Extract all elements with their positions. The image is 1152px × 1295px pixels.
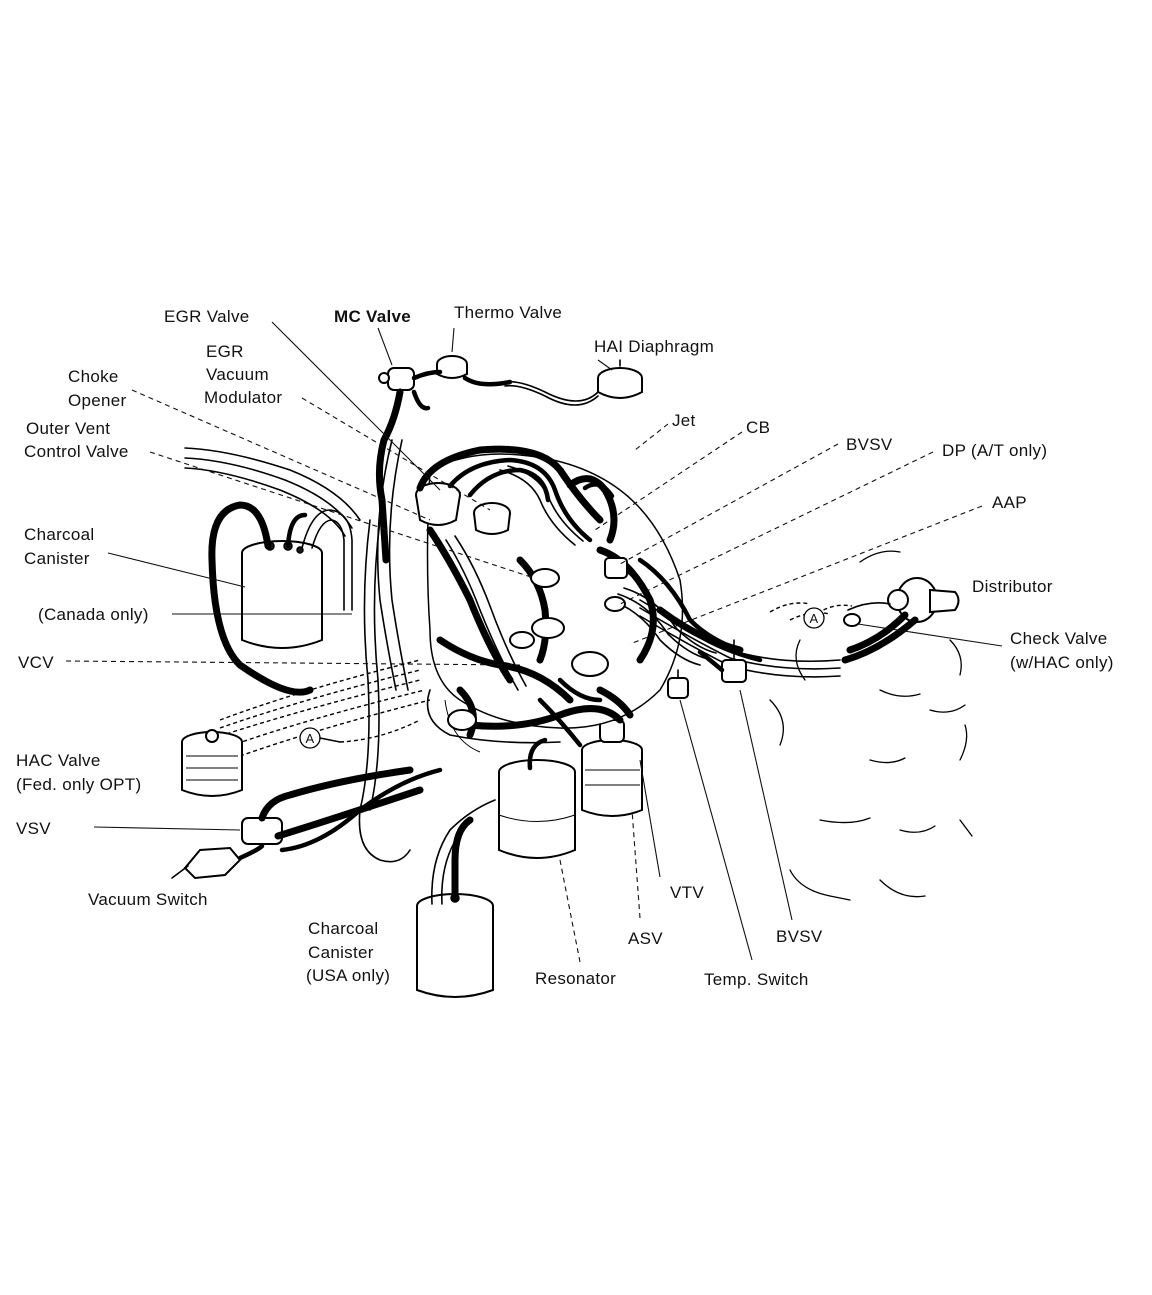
label-bvsv-bottom: BVSV (776, 927, 823, 946)
label-egr-valve: EGR Valve (164, 307, 250, 326)
label-hac-valve-line2: (Fed. only OPT) (16, 775, 141, 794)
label-vcv: VCV (18, 653, 54, 672)
marker-a-left-text: A (306, 731, 315, 746)
temp-switch-part (667, 639, 747, 699)
mc-valve-part (375, 367, 443, 564)
label-choke-opener-line1: Choke (68, 367, 119, 386)
label-hai-diaphragm: HAI Diaphragm (594, 337, 714, 356)
label-check-valve-line1: Check Valve (1010, 629, 1107, 648)
asv-part (581, 719, 643, 817)
label-bvsv-top: BVSV (846, 435, 893, 454)
label-charcoal-usa-line1: Charcoal (308, 919, 378, 938)
label-dp: DP (A/T only) (942, 441, 1047, 460)
label-charcoal-usa-line3: (USA only) (306, 966, 390, 985)
hai-diaphragm-part (504, 359, 643, 406)
label-aap: AAP (992, 493, 1027, 512)
distributor-part (769, 577, 960, 664)
label-thermo-valve: Thermo Valve (454, 303, 562, 322)
label-charcoal-canister-line1: Charcoal (24, 525, 94, 544)
resonator-part (498, 737, 576, 859)
vsv-part (241, 766, 443, 853)
label-hac-valve-line1: HAC Valve (16, 751, 101, 770)
label-outer-vent-line1: Outer Vent (26, 419, 110, 438)
label-vsv: VSV (16, 819, 51, 838)
label-egr-vacuum-modulator-line2: Vacuum (206, 365, 269, 384)
label-charcoal-usa-line2: Canister (308, 943, 374, 962)
callout-labels: EGR Valve MC Valve Thermo Valve HAI Diap… (16, 303, 1114, 989)
marker-a-right-text: A (810, 611, 819, 626)
marker-a-right: A (803, 607, 825, 629)
label-resonator: Resonator (535, 969, 616, 988)
thermo-valve-part (436, 355, 513, 387)
leader-lines (65, 321, 1003, 963)
hac-valve-part (181, 729, 243, 797)
label-canada-only: (Canada only) (38, 605, 149, 624)
label-asv: ASV (628, 929, 663, 948)
vacuum-switch-part (171, 843, 265, 880)
label-charcoal-canister-line2: Canister (24, 549, 90, 568)
label-choke-opener-line2: Opener (68, 391, 127, 410)
charcoal-canister-canada-part (208, 501, 353, 696)
label-cb: CB (746, 418, 770, 437)
label-jet: Jet (672, 411, 696, 430)
label-temp-switch: Temp. Switch (704, 970, 809, 989)
label-check-valve-line2: (w/HAC only) (1010, 653, 1114, 672)
label-mc-valve: MC Valve (334, 307, 411, 326)
label-vacuum-switch: Vacuum Switch (88, 890, 208, 909)
label-vtv: VTV (670, 883, 704, 902)
label-egr-vacuum-modulator-line3: Modulator (204, 388, 282, 407)
engine-artwork: A A (171, 355, 973, 998)
marker-a-left: A (299, 727, 321, 749)
charcoal-canister-usa-part (416, 799, 496, 998)
egr-valve-part (415, 482, 511, 535)
label-outer-vent-line2: Control Valve (24, 442, 129, 461)
label-distributor: Distributor (972, 577, 1053, 596)
label-egr-vacuum-modulator-line1: EGR (206, 342, 244, 361)
